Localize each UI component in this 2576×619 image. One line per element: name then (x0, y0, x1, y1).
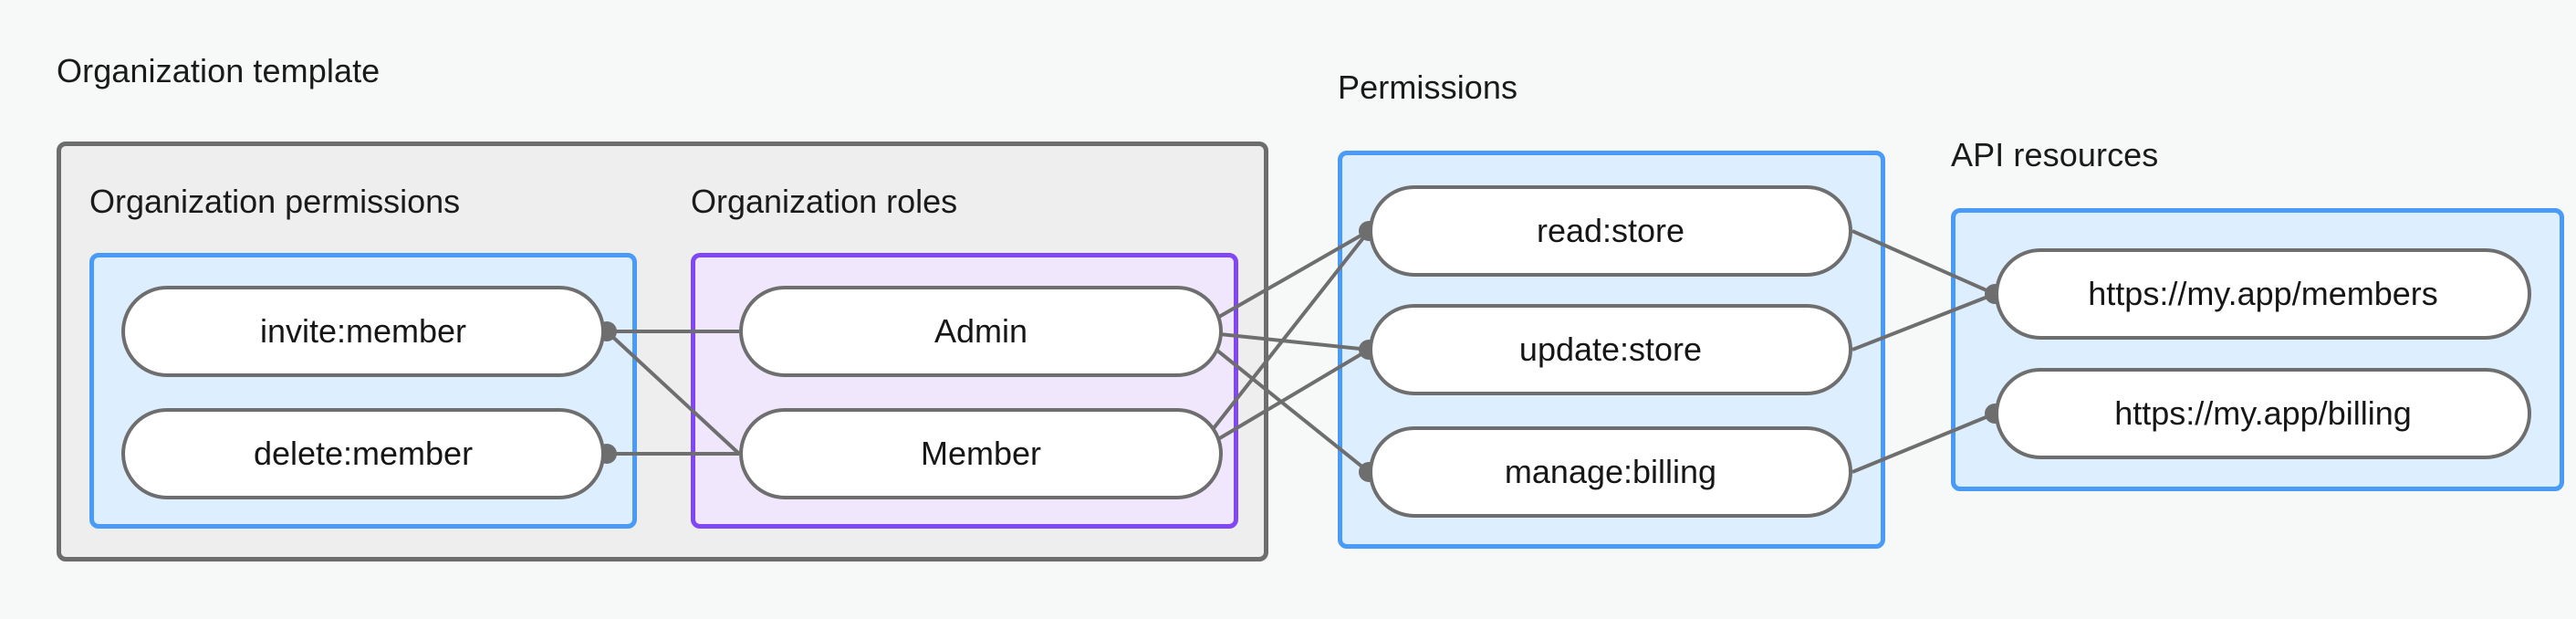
node-read-store[interactable]: read:store (1369, 185, 1852, 277)
subtitle-organization-permissions: Organization permissions (89, 183, 461, 220)
node-delete-member[interactable]: delete:member (121, 408, 605, 499)
node-billing-url[interactable]: https://my.app/billing (1995, 368, 2531, 459)
node-invite-member[interactable]: invite:member (121, 286, 605, 377)
subtitle-organization-roles: Organization roles (691, 183, 958, 220)
node-member[interactable]: Member (739, 408, 1223, 499)
node-admin[interactable]: Admin (739, 286, 1223, 377)
node-update-store[interactable]: update:store (1369, 304, 1852, 395)
node-manage-billing[interactable]: manage:billing (1369, 426, 1852, 518)
node-members-url[interactable]: https://my.app/members (1995, 248, 2531, 340)
group-title-organization-template: Organization template (57, 52, 381, 89)
group-title-permissions: Permissions (1338, 68, 1518, 106)
group-title-api-resources: API resources (1951, 136, 2159, 173)
